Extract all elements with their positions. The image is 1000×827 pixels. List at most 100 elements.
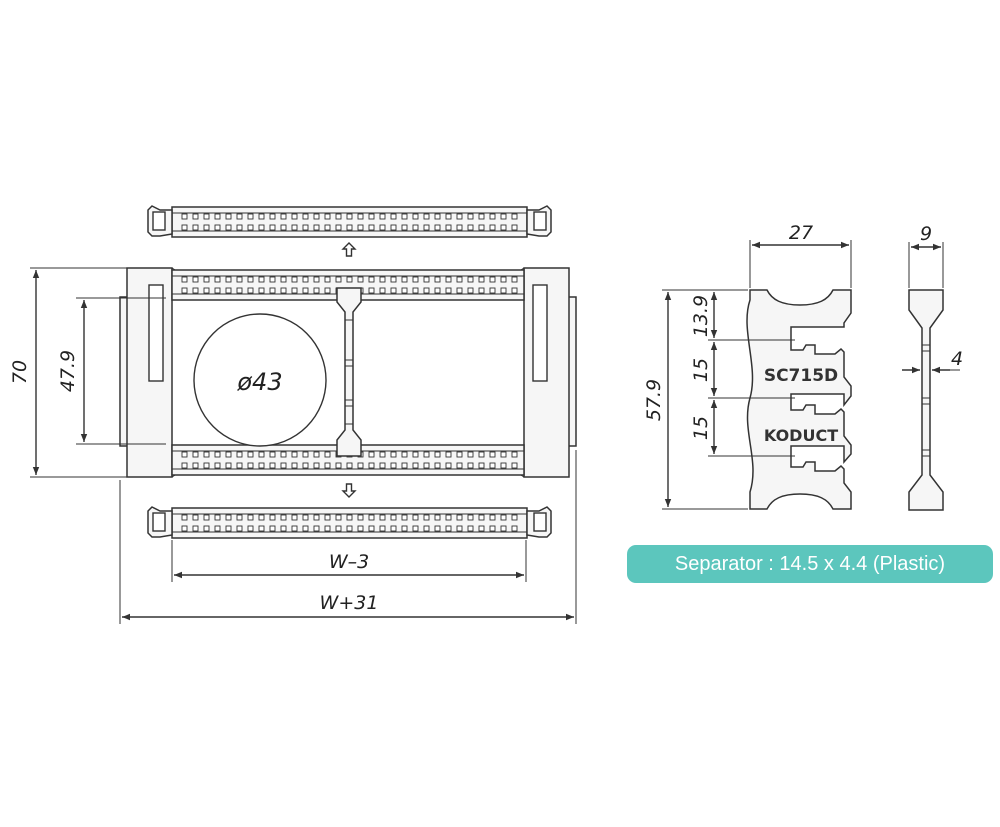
dimension-sep-width-27: 27 — [749, 222, 852, 288]
crossbar-slot — [214, 213, 221, 220]
dimension-outer-width: W+31 — [119, 450, 577, 624]
crossbar-slot — [456, 451, 463, 458]
chain-link-front-view: ø43 — [119, 267, 577, 478]
dimension-sep-web-4: 4 — [902, 348, 963, 374]
crossbar-slot — [302, 514, 309, 521]
crossbar-slot — [302, 525, 309, 532]
crossbar-slot — [412, 462, 419, 469]
crossbar-slot — [489, 462, 496, 469]
crossbar-slots — [181, 276, 518, 283]
crossbar-slot — [181, 276, 188, 283]
crossbar-slot — [500, 462, 507, 469]
crossbar-slot — [236, 451, 243, 458]
crossbar-slot — [258, 462, 265, 469]
crossbar-slot — [390, 525, 397, 532]
crossbar-slot — [291, 287, 298, 294]
crossbar-slot — [269, 525, 276, 532]
crossbar-slot — [291, 462, 298, 469]
separator-caption-badge: Separator : 14.5 x 4.4 (Plastic) — [627, 545, 993, 583]
crossbar-slot — [368, 276, 375, 283]
crossbar-slot — [192, 514, 199, 521]
crossbar-slot — [258, 276, 265, 283]
dim-57-9-label: 57.9 — [643, 379, 665, 421]
crossbar-slots — [181, 462, 518, 469]
crossbar-slot — [269, 514, 276, 521]
crossbar-slot — [247, 462, 254, 469]
crossbar-slot — [390, 514, 397, 521]
crossbar-slot — [456, 525, 463, 532]
crossbar-slot — [346, 514, 353, 521]
crossbar-slot — [214, 514, 221, 521]
crossbar-slot — [247, 224, 254, 231]
crossbar-slot — [258, 451, 265, 458]
crossbar-slot — [313, 287, 320, 294]
crossbar-slot — [511, 525, 518, 532]
crossbar-slot — [445, 525, 452, 532]
crossbar-slot — [225, 213, 232, 220]
crossbar-slots — [181, 525, 518, 532]
cable-circle — [193, 313, 327, 447]
crossbar-slot — [203, 525, 210, 532]
dim-9-label: 9 — [920, 223, 932, 245]
crossbar-slot — [192, 525, 199, 532]
crossbar-slot — [379, 451, 386, 458]
crossbar-slot — [368, 224, 375, 231]
crossbar-slot — [412, 514, 419, 521]
crossbar-slot — [258, 514, 265, 521]
dim-15a-label: 15 — [690, 358, 712, 382]
crossbar-slots — [181, 213, 518, 220]
crossbar-slot — [346, 276, 353, 283]
crossbar-slot — [236, 525, 243, 532]
dimension-inner-width: W–3 — [171, 540, 527, 582]
crossbar-slot — [280, 525, 287, 532]
crossbar-slot — [379, 462, 386, 469]
crossbar-slot — [302, 224, 309, 231]
crossbar-slot — [423, 514, 430, 521]
crossbar-slot — [203, 287, 210, 294]
crossbar-slot — [489, 451, 496, 458]
crossbar-slot — [467, 287, 474, 294]
crossbar-slot — [214, 276, 221, 283]
crossbar-slot — [324, 287, 331, 294]
crossbar-slot — [511, 462, 518, 469]
crossbar-slot — [313, 525, 320, 532]
crossbar-slot — [434, 287, 441, 294]
dimension-height-70: 70 — [9, 267, 127, 478]
crossbar-slot — [225, 224, 232, 231]
crossbar-slot — [258, 287, 265, 294]
crossbar-slot — [500, 276, 507, 283]
crossbar-slot — [357, 525, 364, 532]
crossbar-slot — [489, 224, 496, 231]
crossbar-slot — [401, 213, 408, 220]
crossbar-slot — [225, 525, 232, 532]
crossbar-slot — [291, 213, 298, 220]
crossbar-slot — [203, 276, 210, 283]
crossbar-slot — [401, 287, 408, 294]
top-crossbar — [147, 205, 552, 238]
crossbar-slot — [456, 276, 463, 283]
crossbar-slot — [335, 514, 342, 521]
bottom-crossbar — [147, 506, 552, 539]
crossbar-slot — [401, 224, 408, 231]
crossbar-slot — [269, 462, 276, 469]
crossbar-slot — [324, 213, 331, 220]
crossbar-slot — [324, 525, 331, 532]
crossbar-slot — [456, 462, 463, 469]
crossbar-slot — [247, 451, 254, 458]
crossbar-slot — [412, 213, 419, 220]
crossbar-slot — [423, 276, 430, 283]
crossbar-slot — [379, 525, 386, 532]
crossbar-slot — [401, 451, 408, 458]
separator-edge-view — [908, 289, 944, 511]
crossbar-slot — [368, 525, 375, 532]
crossbar-slot — [467, 525, 474, 532]
crossbar-slot — [390, 276, 397, 283]
dim-w-31-label: W+31 — [320, 592, 379, 614]
dim-13-9-label: 13.9 — [690, 295, 712, 337]
crossbar-slot — [302, 287, 309, 294]
crossbar-slot — [423, 462, 430, 469]
crossbar-slot — [445, 462, 452, 469]
crossbar-slot — [478, 451, 485, 458]
crossbar-slot — [401, 514, 408, 521]
crossbar-slot — [236, 276, 243, 283]
